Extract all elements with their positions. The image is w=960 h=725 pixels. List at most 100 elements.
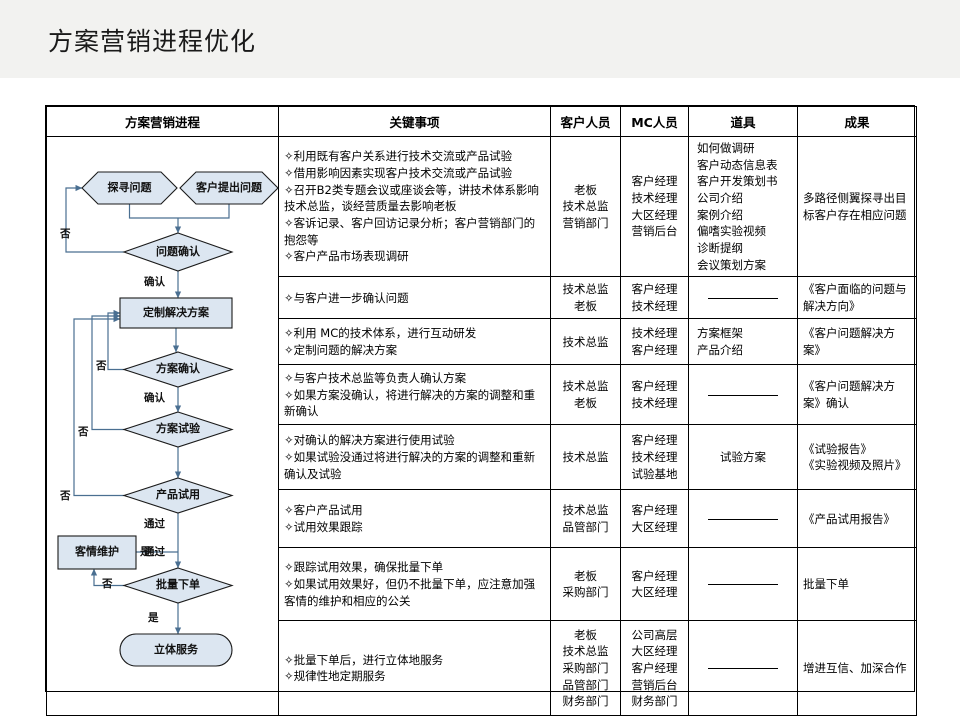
tool-item: 偏嗜实验视频 bbox=[697, 224, 766, 239]
flow-edge-label-no2: 否 bbox=[96, 360, 107, 372]
tool-item: 产品介绍 bbox=[697, 342, 743, 357]
cell-key-items: ✧批量下单后，进行立体地服务 ✧规律性地定期服务 bbox=[278, 620, 551, 717]
flow-edge-label-ok1: 确认 bbox=[144, 276, 165, 288]
flow-edge-label-pass2: 通过 bbox=[144, 546, 165, 558]
flow-edge-label-yes1: 是 bbox=[140, 546, 151, 558]
key-item: ✧召开B2类专题会议或座谈会等，讲技术体系影响技术总监，谈经营质量去影响老板 bbox=[284, 182, 539, 214]
cell-key-items: ✧与客户技术总监等负责人确认方案 ✧如果方案没确认，将进行解决的方案的调整和重新确… bbox=[278, 364, 551, 426]
staff-item: 技术总监 bbox=[562, 282, 609, 297]
cell-key-items: ✧客户产品试用✧试用效果跟踪 bbox=[278, 489, 551, 549]
staff-item: 客户经理 bbox=[631, 282, 678, 297]
tool-item: 试验方案 bbox=[720, 450, 766, 465]
key-item: ✧客户产品试用 bbox=[284, 503, 363, 518]
staff-item: 技术总监 bbox=[562, 503, 609, 518]
cell-customer-staff: 技术总监 bbox=[550, 318, 621, 366]
table-row: ✧利用 MC的技术体系，进行互动研发✧定制问题的解决方案技术总监技术经理客户经理… bbox=[47, 318, 917, 366]
cell-mc-staff: 客户经理大区经理 bbox=[620, 489, 689, 549]
cell-result: 批量下单 bbox=[797, 547, 917, 622]
staff-item: 技术总监 bbox=[562, 379, 609, 394]
column-header-customer-staff: 客户人员 bbox=[550, 106, 621, 137]
key-item: ✧跟踪试用效果，确保批量下单 bbox=[284, 560, 444, 575]
tool-item: 案例介绍 bbox=[697, 207, 743, 222]
cell-customer-staff: 技术总监 bbox=[550, 424, 621, 491]
staff-item: 品管部门 bbox=[562, 677, 609, 692]
cell-result: 《客户面临的问题与解决方向》 bbox=[797, 276, 917, 320]
key-item: ✧规律性地定期服务 bbox=[284, 669, 386, 684]
empty-dash-icon bbox=[708, 668, 778, 670]
key-item: ✧与客户进一步确认问题 bbox=[284, 290, 409, 305]
staff-item: 客户经理 bbox=[631, 503, 678, 518]
cell-key-items: ✧与客户进一步确认问题 bbox=[278, 276, 551, 320]
cell-tools bbox=[688, 276, 798, 320]
staff-item: 采购部门 bbox=[562, 661, 609, 676]
staff-item: 营销后台 bbox=[631, 224, 678, 239]
table-row: ✧与客户进一步确认问题技术总监老板客户经理技术经理《客户面临的问题与解决方向》 bbox=[47, 276, 917, 320]
cell-tools: 方案框架产品介绍 bbox=[688, 318, 798, 366]
staff-item: 老板 bbox=[574, 298, 597, 313]
staff-item: 营销部门 bbox=[562, 216, 609, 231]
empty-dash-icon bbox=[708, 584, 778, 586]
staff-item: 老板 bbox=[574, 182, 597, 197]
staff-item: 财务部门 bbox=[562, 694, 609, 709]
table-row: ✧对确认的解决方案进行使用试验✧如果试验没通过将进行解决的方案的调整和重新确认及… bbox=[47, 424, 917, 491]
empty-dash-icon bbox=[708, 394, 778, 396]
staff-item: 技术总监 bbox=[562, 334, 609, 349]
title-band bbox=[0, 0, 960, 78]
cell-key-items: ✧跟踪试用效果，确保批量下单 ✧如果试用效果好，但仍不批量下单，应注意加强客情的维… bbox=[278, 547, 551, 622]
staff-item: 技术经理 bbox=[631, 450, 678, 465]
table-row: 探寻问题客户提出问题问题确认定制解决方案方案确认方案试验产品试用客情维护批量下单… bbox=[46, 135, 917, 717]
page-title: 方案营销进程优化 bbox=[48, 27, 257, 56]
staff-item: 公司高层 bbox=[631, 627, 678, 642]
cell-customer-staff: 技术总监老板 bbox=[550, 276, 621, 320]
staff-item: 客户经理 bbox=[631, 433, 678, 448]
staff-item: 技术经理 bbox=[631, 326, 678, 341]
key-item: ✧定制问题的解决方案 bbox=[284, 342, 398, 357]
tool-item: 客户开发策划书 bbox=[697, 174, 778, 189]
table-row: ✧客户产品试用✧试用效果跟踪技术总监品管部门客户经理大区经理《产品试用报告》 bbox=[47, 489, 917, 549]
staff-item: 技术经理 bbox=[631, 395, 678, 410]
empty-dash-icon bbox=[708, 518, 778, 520]
key-item: ✧与客户技术总监等负责人确认方案 bbox=[284, 370, 467, 385]
key-item: ✧如果试用效果好，但仍不批量下单，应注意加强客情的维护和相应的公关 bbox=[284, 577, 536, 608]
tool-item: 方案框架 bbox=[697, 326, 743, 341]
staff-item: 客户经理 bbox=[631, 379, 678, 394]
cell-tools: 试验方案 bbox=[688, 424, 798, 491]
staff-item: 技术总监 bbox=[562, 644, 609, 659]
staff-item: 技术经理 bbox=[631, 191, 678, 206]
column-header-key-items: 关键事项 bbox=[278, 106, 551, 137]
cell-key-items: ✧利用 MC的技术体系，进行互动研发✧定制问题的解决方案 bbox=[278, 318, 551, 366]
key-item: ✧批量下单后，进行立体地服务 bbox=[284, 652, 444, 667]
staff-item: 财务部门 bbox=[631, 694, 678, 709]
cell-customer-staff: 老板技术总监营销部门 bbox=[550, 135, 621, 278]
process-matrix-table: 方案营销进程 关键事项 客户人员 MC人员 道具 成果 探寻问题客户提出问题问题… bbox=[45, 105, 917, 717]
cell-customer-staff: 技术总监品管部门 bbox=[550, 489, 621, 549]
key-item: ✧利用既有客户关系进行技术交流或产品试验 bbox=[284, 149, 513, 164]
column-header-tools: 道具 bbox=[688, 106, 798, 137]
tool-item: 如何做调研 bbox=[697, 141, 755, 155]
cell-key-items: ✧利用既有客户关系进行技术交流或产品试验 ✧借用影响因素实现客户技术交流或产品试验… bbox=[278, 135, 551, 278]
cell-mc-staff: 客户经理技术经理大区经理营销后台 bbox=[620, 135, 689, 278]
staff-item: 品管部门 bbox=[562, 519, 609, 534]
key-item: ✧借用影响因素实现客户技术交流或产品试验 bbox=[284, 166, 513, 180]
table-body: 探寻问题客户提出问题问题确认定制解决方案方案确认方案试验产品试用客情维护批量下单… bbox=[46, 135, 917, 717]
cell-result: 《客户问题解决方案》确认 bbox=[797, 364, 917, 426]
key-item: ✧试用效果跟踪 bbox=[284, 519, 363, 534]
marketing-process-flowchart: 探寻问题客户提出问题问题确认定制解决方案方案确认方案试验产品试用客情维护批量下单… bbox=[52, 140, 279, 712]
staff-item: 技术总监 bbox=[562, 450, 609, 465]
staff-item: 营销后台 bbox=[631, 677, 678, 692]
tool-item: 客户动态信息表 bbox=[697, 157, 778, 172]
cell-mc-staff: 公司高层大区经理客户经理营销后台财务部门 bbox=[620, 620, 689, 717]
staff-item: 老板 bbox=[574, 627, 597, 642]
cell-customer-staff: 技术总监老板 bbox=[550, 364, 621, 426]
cell-tools bbox=[688, 547, 798, 622]
staff-item: 试验基地 bbox=[631, 466, 678, 481]
staff-item: 客户经理 bbox=[631, 568, 678, 583]
staff-item: 技术总监 bbox=[562, 199, 609, 214]
key-item: ✧如果方案没确认，将进行解决的方案的调整和重新确认 bbox=[284, 387, 536, 419]
flow-edge-label-no5: 否 bbox=[102, 578, 113, 590]
cell-result: 多路径侧翼探寻出目标客户存在相应问题 bbox=[797, 135, 917, 278]
cell-mc-staff: 技术经理客户经理 bbox=[620, 318, 689, 366]
process-flowchart-cell: 探寻问题客户提出问题问题确认定制解决方案方案确认方案试验产品试用客情维护批量下单… bbox=[46, 135, 279, 717]
column-header-mc-staff: MC人员 bbox=[620, 106, 689, 137]
table-row: ✧跟踪试用效果，确保批量下单 ✧如果试用效果好，但仍不批量下单，应注意加强客情的维… bbox=[47, 547, 917, 622]
